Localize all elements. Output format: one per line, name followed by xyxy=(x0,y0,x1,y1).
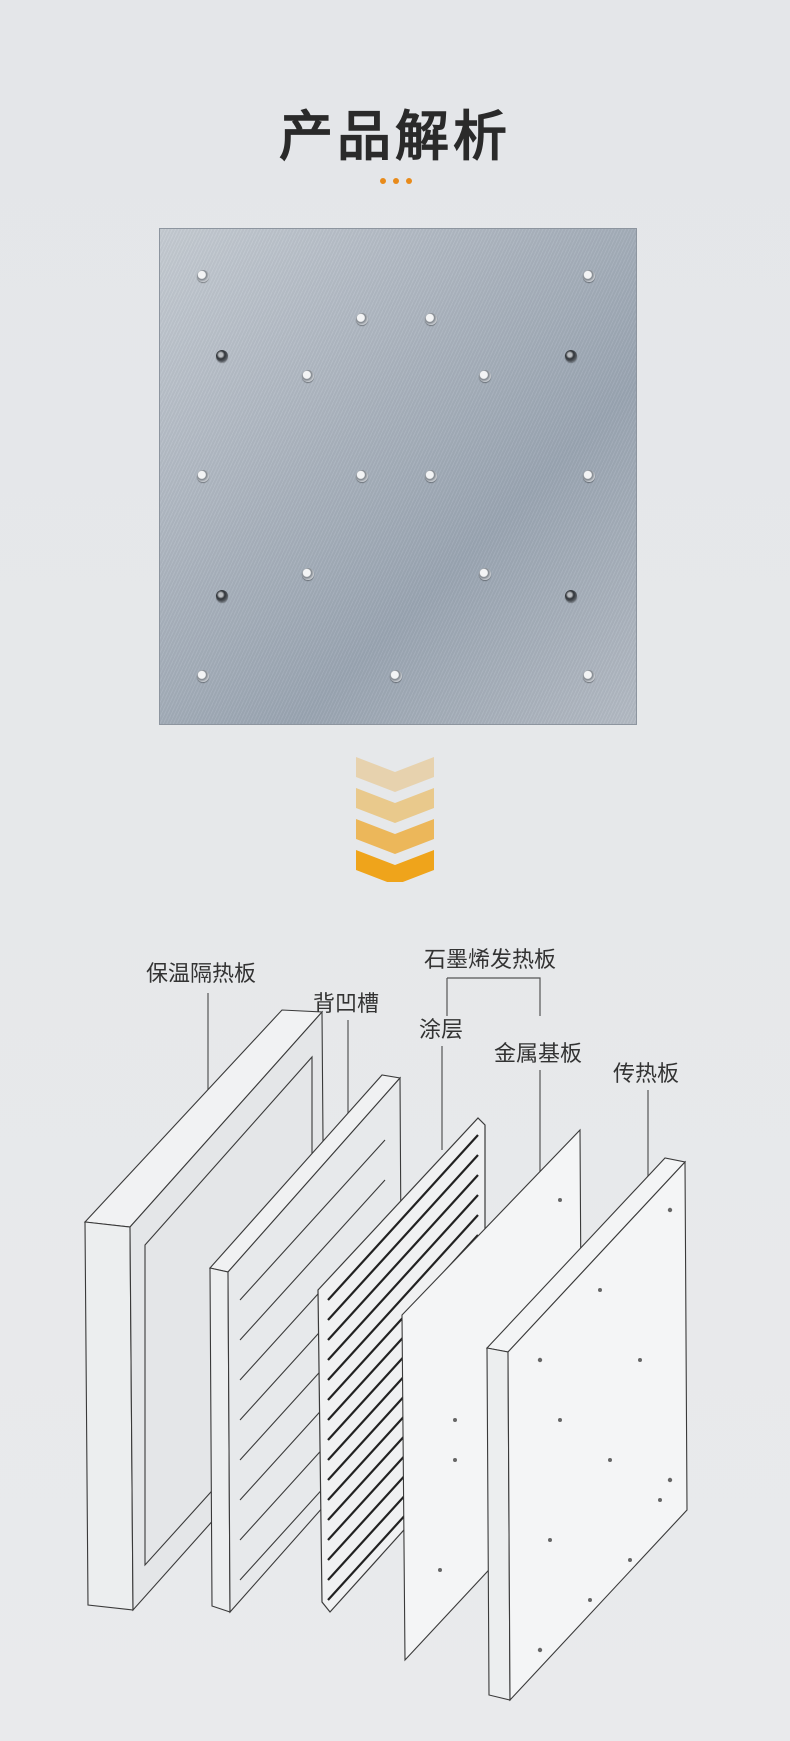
product-panel-photo xyxy=(159,228,637,725)
screw xyxy=(216,350,228,362)
screw xyxy=(356,313,368,325)
screw xyxy=(565,350,577,362)
screw xyxy=(425,470,437,482)
title-decoration-dots xyxy=(380,178,414,186)
page-title: 产品解析 xyxy=(279,105,511,168)
down-chevrons-icon xyxy=(356,757,434,882)
back-groove-board xyxy=(208,1074,403,1614)
screw xyxy=(302,568,314,580)
label-insulation-board: 保温隔热板 xyxy=(146,962,257,987)
screw xyxy=(425,313,437,325)
label-coating: 涂层 xyxy=(419,1018,464,1043)
screw xyxy=(583,470,595,482)
screw xyxy=(479,568,491,580)
screw xyxy=(583,270,595,282)
exploded-diagram xyxy=(83,977,688,1702)
label-metal-base: 金属基板 xyxy=(494,1042,583,1067)
screw xyxy=(583,670,595,682)
label-graphene-heating-board: 石墨烯发热板 xyxy=(424,948,557,973)
label-heat-transfer-board: 传热板 xyxy=(613,1062,680,1087)
screw xyxy=(565,590,577,602)
screw xyxy=(216,590,228,602)
screw xyxy=(356,470,368,482)
label-back-groove: 背凹槽 xyxy=(313,992,380,1017)
screw xyxy=(197,670,209,682)
screw xyxy=(479,370,491,382)
screw xyxy=(390,670,402,682)
heat-transfer-board xyxy=(485,1157,688,1702)
screw xyxy=(197,470,209,482)
screw xyxy=(302,370,314,382)
screw xyxy=(197,270,209,282)
